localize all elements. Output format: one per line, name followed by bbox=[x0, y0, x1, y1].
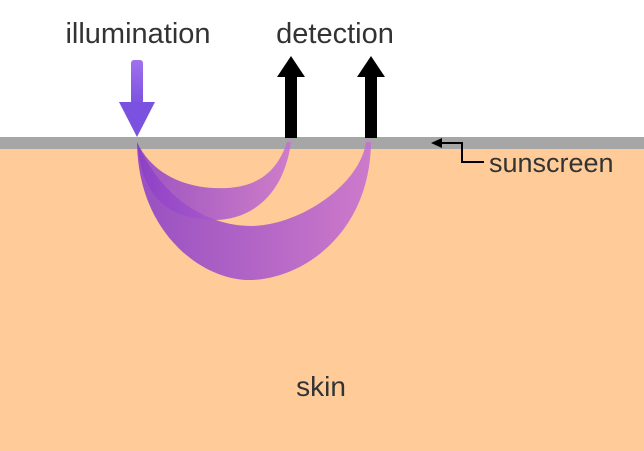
skin-label: skin bbox=[296, 371, 346, 402]
elbow-arrow-icon bbox=[431, 138, 484, 163]
down-arrow-icon bbox=[119, 60, 155, 137]
up-arrow-icon bbox=[277, 56, 305, 138]
sunscreen-layer bbox=[0, 137, 644, 149]
illumination-label: illumination bbox=[65, 18, 210, 50]
up-arrow-icon bbox=[357, 56, 385, 138]
photon-path-shallow bbox=[137, 142, 291, 221]
sunscreen-label: sunscreen bbox=[489, 148, 614, 178]
photon-path-deep bbox=[137, 142, 371, 281]
skin-region bbox=[0, 148, 644, 451]
detection-label: detection bbox=[276, 18, 394, 50]
